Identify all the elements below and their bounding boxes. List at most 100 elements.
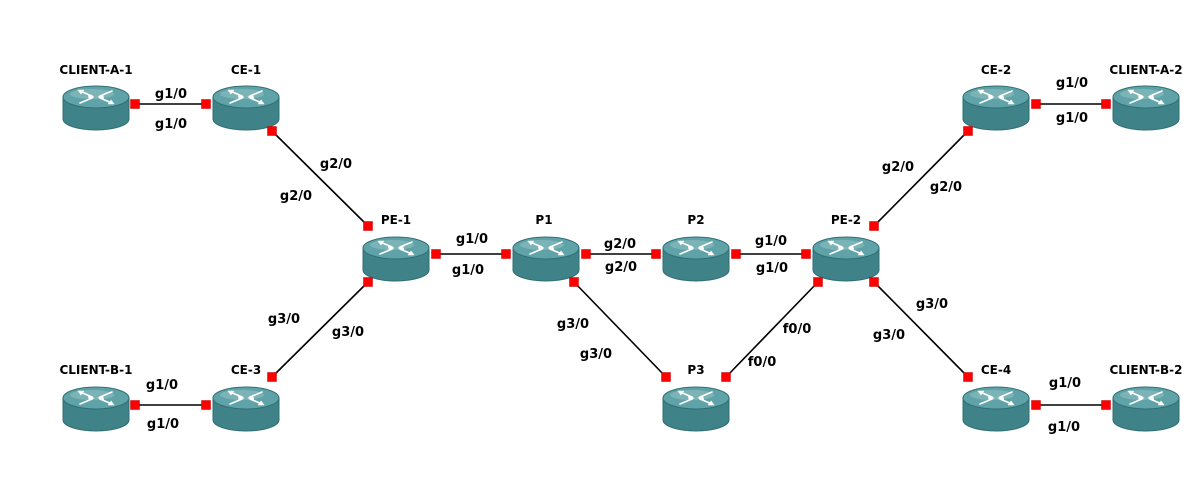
port-marker-ce-1--pe-1-a[interactable] xyxy=(267,126,277,136)
interface-label: g1/0 xyxy=(155,87,187,102)
router-icon[interactable] xyxy=(362,236,430,282)
port-marker-ce-2--client-a-2-b[interactable] xyxy=(1101,99,1111,109)
router-ce-2[interactable]: CE-2 xyxy=(962,63,1030,131)
interface-label: g3/0 xyxy=(557,317,589,332)
port-marker-pe-1--p1-b[interactable] xyxy=(501,249,511,259)
interface-label: g1/0 xyxy=(756,261,788,276)
router-icon[interactable] xyxy=(212,386,280,432)
port-marker-client-a-1--ce-1-a[interactable] xyxy=(130,99,140,109)
interface-label: f0/0 xyxy=(783,322,812,337)
interface-label: g1/0 xyxy=(1056,76,1088,91)
interface-label: g1/0 xyxy=(155,117,187,132)
router-p2[interactable]: P2 xyxy=(662,213,730,282)
links-layer xyxy=(135,103,1106,406)
interface-label: g1/0 xyxy=(452,263,484,278)
router-client-a-2[interactable]: CLIENT-A-2 xyxy=(1109,63,1183,131)
port-marker-pe-2--ce-4-a[interactable] xyxy=(869,277,879,287)
port-marker-client-b-1--ce-3-b[interactable] xyxy=(201,400,211,410)
port-marker-ce-2--client-a-2-a[interactable] xyxy=(1031,99,1041,109)
port-marker-p3--pe-2-a[interactable] xyxy=(721,372,731,382)
port-marker-pe-1--ce-3-b[interactable] xyxy=(267,372,277,382)
router-name-label: CLIENT-B-1 xyxy=(59,363,132,377)
port-marker-client-a-1--ce-1-b[interactable] xyxy=(201,99,211,109)
interface-label: g1/0 xyxy=(1048,420,1080,435)
router-name-label: CE-2 xyxy=(981,63,1011,77)
interface-label: g2/0 xyxy=(930,180,962,195)
router-icon[interactable] xyxy=(662,386,730,432)
port-marker-p1--p2-a[interactable] xyxy=(581,249,591,259)
router-icon[interactable] xyxy=(512,236,580,282)
router-icon[interactable] xyxy=(662,236,730,282)
port-marker-p3--pe-2-b[interactable] xyxy=(813,277,823,287)
port-marker-p1--p2-b[interactable] xyxy=(651,249,661,259)
port-marker-ce-4--client-b-2-a[interactable] xyxy=(1031,400,1041,410)
router-icon[interactable] xyxy=(962,386,1030,432)
router-icon[interactable] xyxy=(812,236,880,282)
port-marker-pe-1--ce-3-a[interactable] xyxy=(363,277,373,287)
interface-label: g1/0 xyxy=(1049,376,1081,391)
router-name-label: CE-1 xyxy=(231,63,261,77)
interface-label: g3/0 xyxy=(332,325,364,340)
router-pe-2[interactable]: PE-2 xyxy=(812,213,880,282)
labels-layer: g1/0 g1/0 g2/0 g2/0 g1/0 g1/0 g2/0 g2/0 g1/0 g1/0… xyxy=(146,76,1088,435)
router-name-label: CLIENT-A-1 xyxy=(59,63,132,77)
router-ce-4[interactable]: CE-4 xyxy=(962,363,1030,432)
port-marker-ce-1--pe-1-b[interactable] xyxy=(363,221,373,231)
router-icon[interactable] xyxy=(62,85,130,131)
router-name-label: P1 xyxy=(535,213,552,227)
port-marker-p1--p3-a[interactable] xyxy=(569,277,579,287)
router-name-label: CE-3 xyxy=(231,363,261,377)
link-p3--pe-2[interactable] xyxy=(725,281,819,378)
interface-label: g1/0 xyxy=(1056,111,1088,126)
router-client-b-1[interactable]: CLIENT-B-1 xyxy=(59,363,133,432)
interface-label: g3/0 xyxy=(916,297,948,312)
router-icon[interactable] xyxy=(962,85,1030,131)
port-marker-p1--p3-b[interactable] xyxy=(661,372,671,382)
link-pe-1--ce-3[interactable] xyxy=(271,281,369,378)
router-p3[interactable]: P3 xyxy=(662,363,730,432)
port-marker-ce-4--client-b-2-b[interactable] xyxy=(1101,400,1111,410)
router-name-label: CLIENT-A-2 xyxy=(1109,63,1182,77)
port-marker-client-b-1--ce-3-a[interactable] xyxy=(130,400,140,410)
router-icon[interactable] xyxy=(1112,85,1180,131)
router-icon[interactable] xyxy=(212,85,280,131)
router-name-label: PE-1 xyxy=(381,213,411,227)
interface-label: g2/0 xyxy=(605,260,637,275)
port-marker-p2--pe-2-b[interactable] xyxy=(801,249,811,259)
link-p1--p3[interactable] xyxy=(573,281,667,378)
interface-label: f0/0 xyxy=(748,355,777,370)
interface-label: g2/0 xyxy=(882,160,914,175)
router-pe-1[interactable]: PE-1 xyxy=(362,213,430,282)
router-name-label: PE-2 xyxy=(831,213,861,227)
link-pe-2--ce-2[interactable] xyxy=(873,130,969,227)
router-ce-3[interactable]: CE-3 xyxy=(212,363,280,432)
router-icon[interactable] xyxy=(62,386,130,432)
router-name-label: CE-4 xyxy=(981,363,1011,377)
link-pe-2--ce-4[interactable] xyxy=(873,281,969,378)
port-marker-pe-2--ce-2-b[interactable] xyxy=(963,126,973,136)
router-client-b-2[interactable]: CLIENT-B-2 xyxy=(1109,363,1183,432)
interface-label: g1/0 xyxy=(146,378,178,393)
port-marker-pe-2--ce-4-b[interactable] xyxy=(963,372,973,382)
interface-label: g2/0 xyxy=(320,157,352,172)
router-name-label: P3 xyxy=(687,363,704,377)
router-icon[interactable] xyxy=(1112,386,1180,432)
routers-layer: CLIENT-A-1 CE-1 CE-2 CLIENT-A-2PE-1 P1 P2 PE-2… xyxy=(59,63,1183,432)
router-name-label: CLIENT-B-2 xyxy=(1109,363,1182,377)
link-ce-1--pe-1[interactable] xyxy=(271,130,369,227)
interface-label: g3/0 xyxy=(268,312,300,327)
router-client-a-1[interactable]: CLIENT-A-1 xyxy=(59,63,133,131)
port-marker-pe-2--ce-2-a[interactable] xyxy=(869,221,879,231)
router-ce-1[interactable]: CE-1 xyxy=(212,63,280,131)
interface-label: g2/0 xyxy=(280,189,312,204)
interface-label: g2/0 xyxy=(604,237,636,252)
router-p1[interactable]: P1 xyxy=(512,213,580,282)
port-marker-pe-1--p1-a[interactable] xyxy=(431,249,441,259)
interface-label: g1/0 xyxy=(755,234,787,249)
ports-layer xyxy=(130,99,1111,410)
interface-label: g3/0 xyxy=(873,328,905,343)
router-name-label: P2 xyxy=(687,213,704,227)
interface-label: g1/0 xyxy=(456,232,488,247)
port-marker-p2--pe-2-a[interactable] xyxy=(731,249,741,259)
